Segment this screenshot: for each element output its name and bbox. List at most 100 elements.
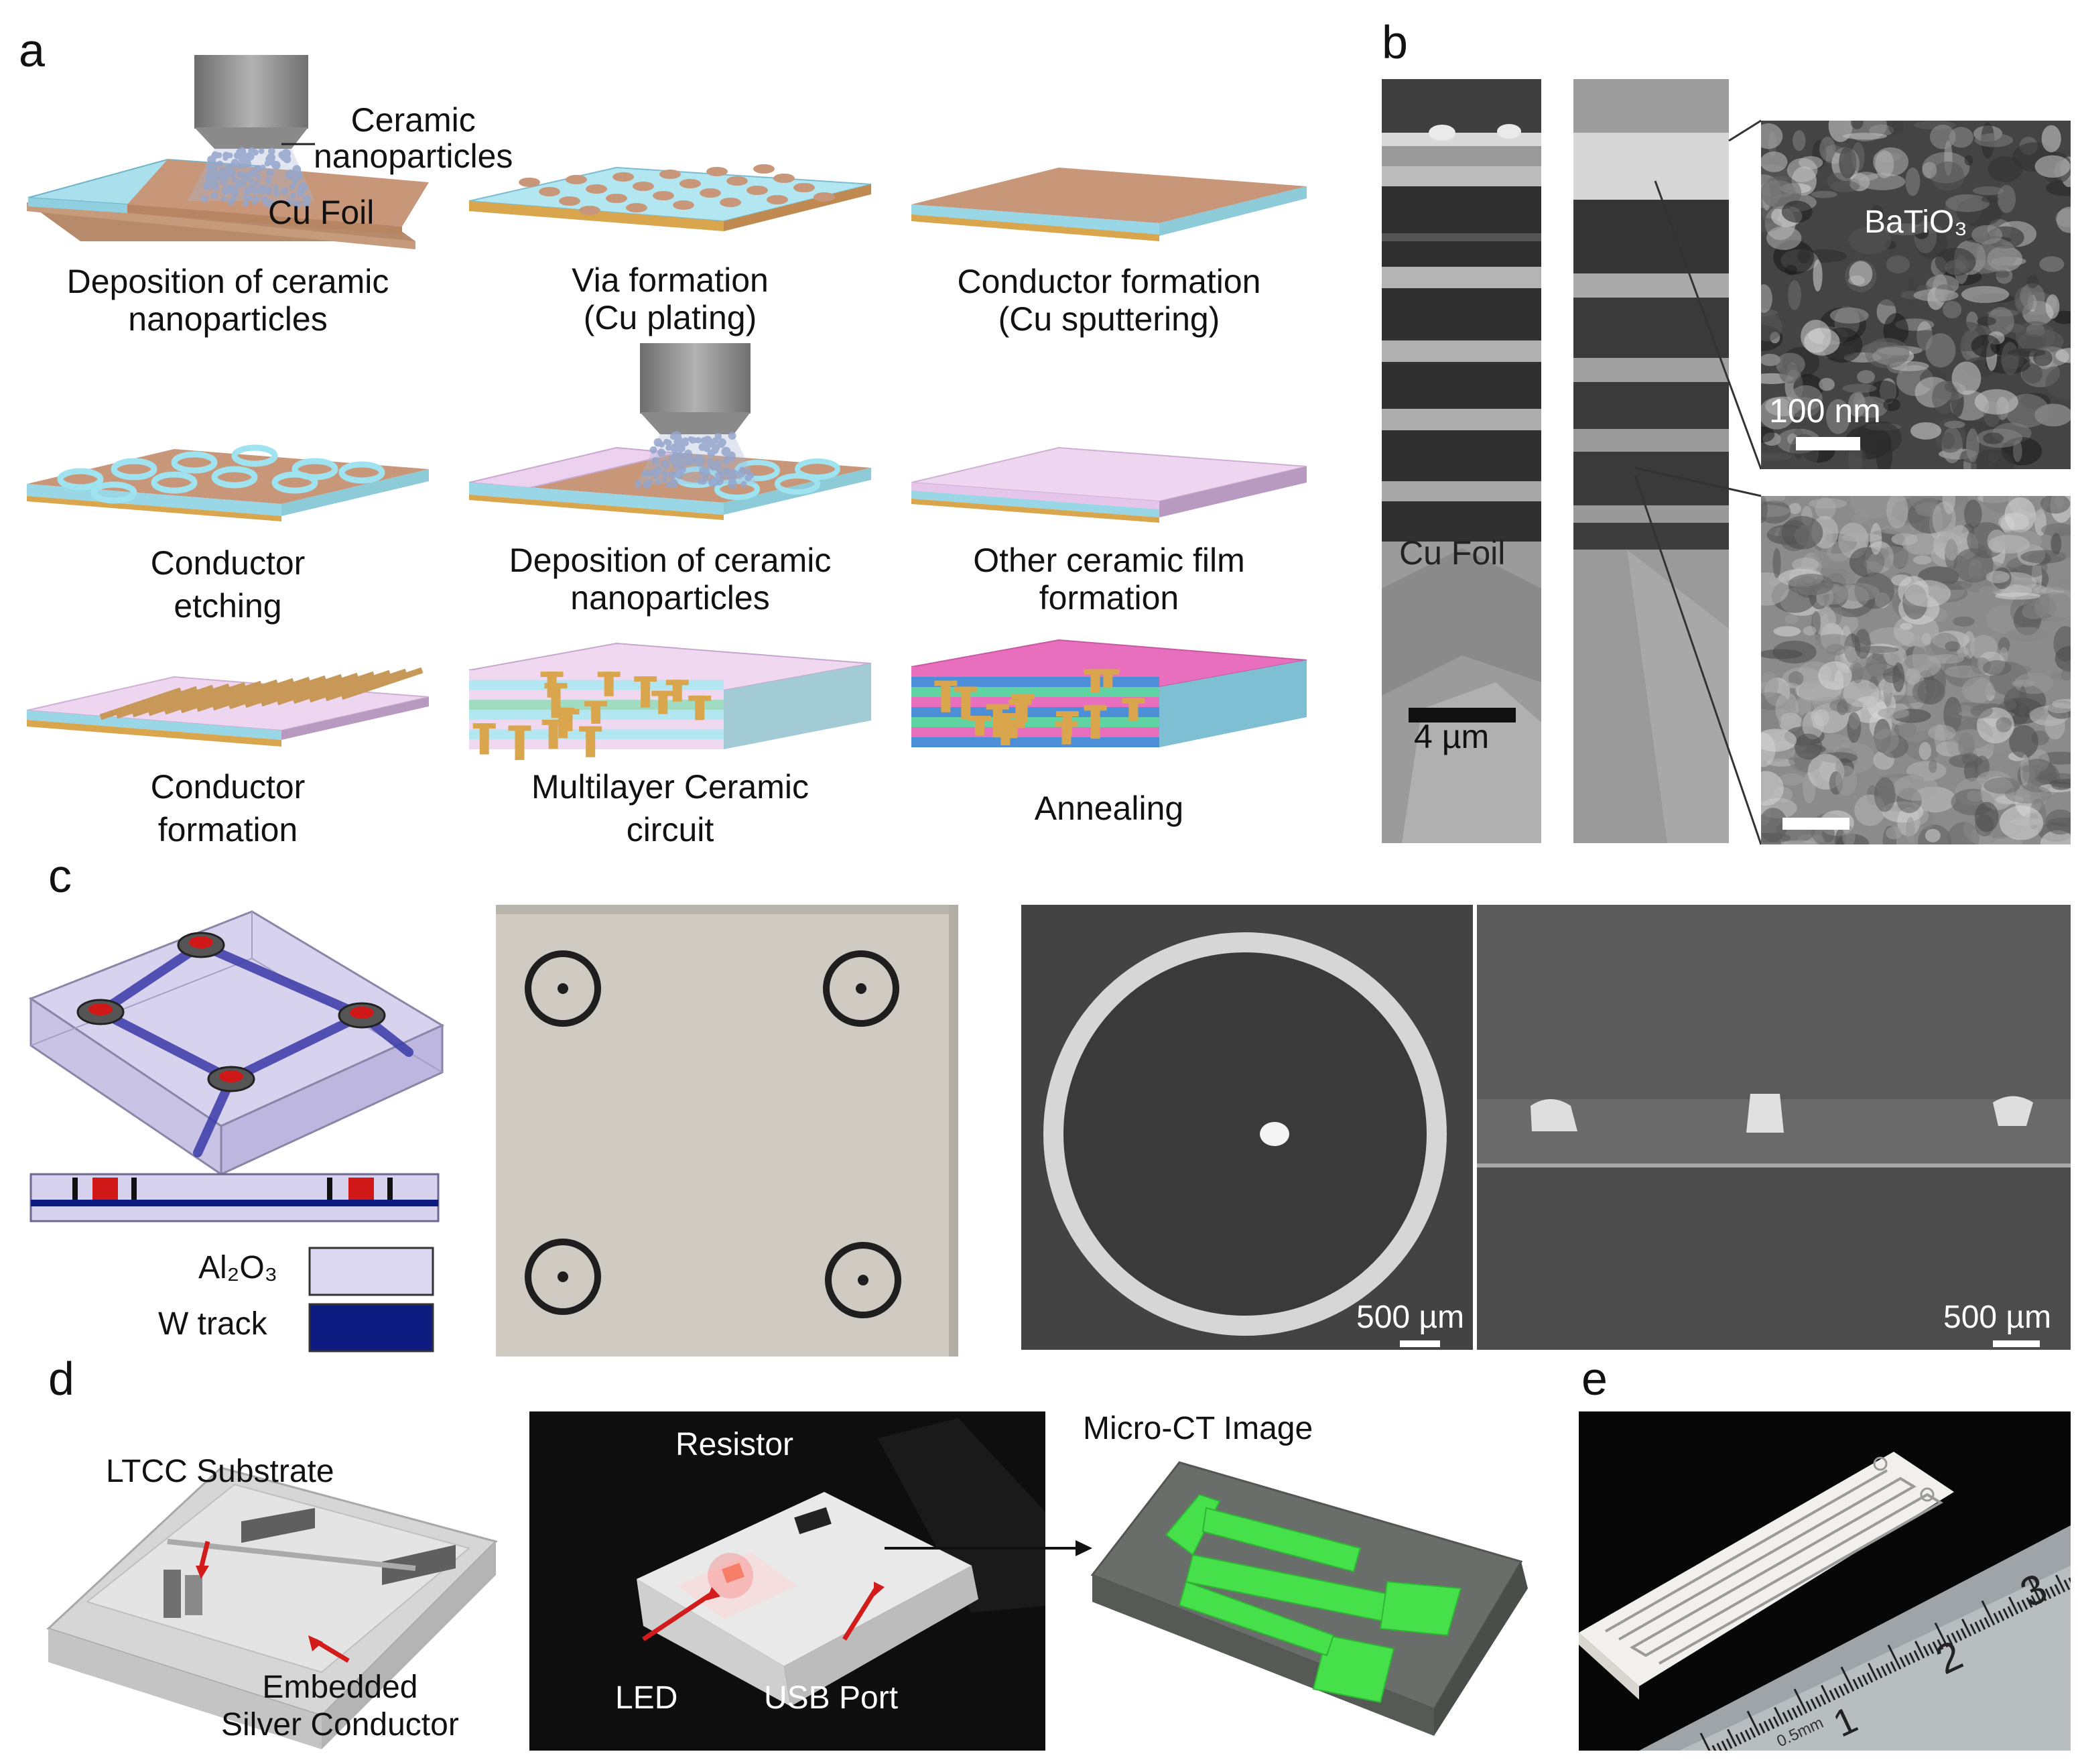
via-cap [968, 716, 991, 722]
grain [1827, 542, 1851, 562]
grain [1813, 259, 1823, 292]
grain [2055, 348, 2071, 363]
grain [1904, 580, 1951, 607]
grain [2024, 594, 2036, 617]
via-cap [472, 723, 496, 729]
via-cap [634, 676, 657, 682]
sensor-ruler-drawing [1579, 1411, 2071, 1751]
via-column [1062, 711, 1072, 736]
nanoparticle [233, 151, 241, 160]
nanoparticle [703, 436, 712, 446]
grain [1961, 286, 2010, 304]
grain [1976, 238, 2017, 272]
ruler-tick [1793, 1688, 1808, 1714]
grain [1964, 155, 1973, 166]
panel-c-schematic [28, 910, 445, 1352]
ruler-tick [1768, 1718, 1775, 1729]
step4-caption: Conductor etching [150, 544, 306, 625]
conductor-line [115, 686, 198, 719]
via-dot [793, 183, 815, 192]
tem-cross-section-middle [1573, 79, 1729, 843]
ruler-tick [1838, 1685, 1845, 1696]
ruler-tick [1961, 1619, 1972, 1637]
grain [1825, 643, 1846, 656]
grain [1971, 449, 2014, 469]
conductor-line [228, 676, 311, 710]
ruler-tick [2007, 1606, 2014, 1617]
nanoparticle [252, 186, 260, 195]
via-column [941, 680, 951, 712]
grain [1761, 671, 1779, 698]
grain [1788, 671, 1804, 686]
w-tracks-3d [96, 940, 413, 1157]
nanoparticle [221, 196, 227, 202]
ruler-tick [2002, 1608, 2010, 1619]
grain [2034, 155, 2071, 178]
panel-label-a: a [19, 24, 45, 76]
via-cap [1009, 699, 1032, 705]
via-dot [626, 203, 647, 212]
nanoparticle [286, 169, 295, 178]
via-cap [665, 680, 689, 686]
grain [1852, 142, 1865, 172]
grain [1784, 614, 1799, 624]
legend-swatch-alumina [308, 1247, 434, 1296]
nanoparticle [254, 180, 260, 187]
tem-cross-section-left [1382, 79, 1541, 843]
via-cap [986, 704, 1009, 710]
nanoparticle [653, 466, 663, 475]
nanoparticle [688, 436, 694, 442]
nanoparticle [672, 431, 681, 441]
ruler-tick [1960, 1628, 1967, 1639]
ruler-tick [2044, 1588, 2052, 1599]
grain [1772, 640, 1817, 664]
nanoparticle [739, 466, 746, 473]
grain [1870, 205, 1884, 224]
nanoparticle [694, 437, 700, 444]
ruler-tick [1866, 1672, 1874, 1683]
via-cap [651, 690, 675, 696]
grain [1995, 592, 2041, 600]
via-column [641, 676, 651, 708]
nanoparticle [728, 432, 736, 440]
nanoparticle [655, 479, 661, 485]
micro-ct-arrow [885, 1540, 1092, 1556]
nanoparticle [247, 153, 255, 160]
via-column [515, 725, 525, 760]
grain [1848, 227, 1892, 255]
grain [1965, 428, 1979, 462]
ruler-tick [1932, 1641, 1939, 1652]
via-cap [1122, 698, 1145, 704]
nanoparticle [260, 164, 266, 170]
nanoparticle [696, 455, 705, 464]
nanoparticle [200, 195, 208, 203]
step3-caption: Conductor formation (Cu sputtering) [957, 263, 1261, 338]
ruler-tick [1876, 1667, 1883, 1679]
ruler-tick [1984, 1617, 1991, 1628]
grain [1953, 616, 1975, 627]
scale-4um-label: 4 µm [1414, 718, 1490, 755]
step3-plate [911, 168, 1307, 241]
step1-caption: Deposition of ceramic nanoparticles [66, 263, 389, 338]
nanoparticle [225, 164, 233, 172]
grain [2051, 533, 2062, 555]
nanoparticle [641, 470, 649, 477]
grain [1945, 194, 1990, 212]
grain [1949, 127, 1973, 148]
ruler-tick [1787, 1709, 1794, 1720]
grain [2007, 348, 2046, 357]
nanoparticle [218, 177, 227, 186]
grain [1789, 385, 1823, 411]
sem-via-drawing [1021, 905, 1473, 1350]
ruler-tick [1868, 1662, 1878, 1681]
grain [1802, 711, 1824, 740]
grain [1865, 338, 1910, 369]
grain [1886, 826, 1902, 840]
nanoparticle [236, 162, 243, 170]
conductor-line [276, 672, 359, 706]
via-column [961, 686, 971, 719]
nanoparticle [254, 165, 262, 173]
nanoparticle [231, 195, 237, 202]
ceramic-layer [469, 680, 724, 690]
via-dot [773, 174, 795, 183]
